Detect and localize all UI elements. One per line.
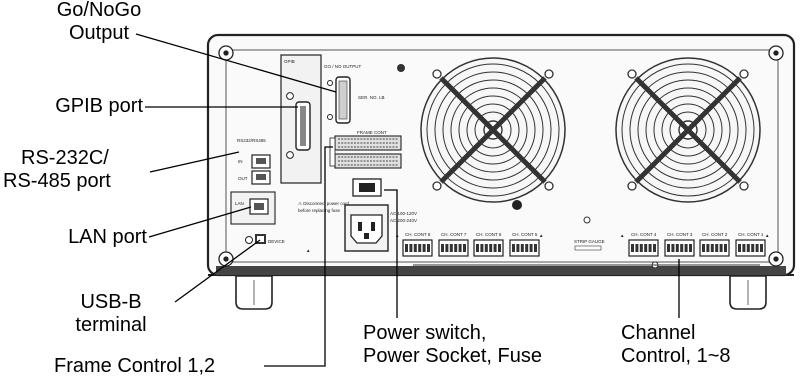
channel-control-terminals: CH. CONT 8 CH. CONT 7 CH. CONT 6 CH. CONT 5… [402,232,766,257]
channel-control-label: CH. CONT 3 [667,232,693,237]
callout-power-line2: Power Socket, Fuse [363,345,542,367]
callout-usb-line1: USB-B [80,291,142,313]
gpib-connector [286,92,311,159]
svg-text:RS232/RS485: RS232/RS485 [237,138,266,143]
callout-lan: LAN port [68,226,147,248]
channel-control-block: CH. CONT 5 [509,232,540,257]
channel-control-label: CH. CONT 8 [405,232,431,237]
corner-screws [218,45,784,267]
channel-control-block: CH. CONT 2 [699,232,730,257]
channel-control-block: CH. CONT 4 [628,232,659,257]
svg-text:LAN: LAN [235,201,244,206]
callout-channel-line1: Channel [621,322,696,344]
channel-control-label: CH. CONT 2 [702,232,728,237]
callout-rs232: RS-232C/ RS-485 port [3,147,111,193]
svg-text:SER. NO. LB: SER. NO. LB [358,95,385,100]
rs232-ports: RS232/RS485 IN OUT [237,138,271,185]
frame-control-connectors: FRAME CONT [329,130,402,169]
callout-gpib: GPIB port [55,95,143,117]
svg-text:▲: ▲ [765,233,769,238]
fan-right [615,57,761,203]
svg-text:IN: IN [238,159,243,164]
callout-go-nogo: Go/NoGo Output [44,0,154,45]
svg-text:before replacing fuse: before replacing fuse [298,208,341,213]
svg-text:STRIP GAUGE: STRIP GAUGE [574,239,605,244]
svg-text:OUT: OUT [238,176,248,181]
channel-control-label: CH. CONT 7 [441,232,467,237]
svg-text:AC 200-240V: AC 200-240V [390,218,417,223]
svg-text:GPIB: GPIB [284,59,295,64]
usb-port: DEVICE [245,234,285,244]
callout-usb: USB-B terminal [52,291,170,337]
svg-text:▲: ▲ [539,233,543,238]
callout-channel-line2: Control, 1~8 [621,345,731,367]
svg-text:GO / NO OUTPUT: GO / NO OUTPUT [324,64,362,69]
channel-control-label: CH. CONT 5 [512,232,538,237]
callout-frame-control: Frame Control 1,2 [54,355,216,377]
channel-control-label: CH. CONT 1 [738,232,764,237]
go-nogo-connector: GO / NO OUTPUT SER. NO. LB [324,64,385,124]
callout-rs232-line1: RS-232C/ [21,147,109,169]
channel-control-block: CH. CONT 7 [438,232,469,257]
chassis-inner-frame [225,49,779,263]
callout-power: Power switch, Power Socket, Fuse [363,322,542,368]
channel-control-block: CH. CONT 1 [735,232,766,257]
callout-go-nogo-line2: Output [68,22,130,44]
channel-control-block: CH. CONT 6 [473,232,504,257]
channel-control-block: CH. CONT 3 [664,232,695,257]
svg-text:⚠ Disconnect power cord: ⚠ Disconnect power cord [298,201,350,206]
svg-text:DEVICE: DEVICE [268,239,285,244]
callout-channel: Channel Control, 1~8 [621,322,731,368]
channel-control-label: CH. CONT 6 [476,232,502,237]
callout-go-nogo-line1: Go/NoGo [56,0,142,21]
svg-text:FRAME CONT: FRAME CONT [357,130,387,135]
leader-lines [135,33,680,367]
callout-rs232-line2: RS-485 port [3,170,111,192]
channel-control-label: CH. CONT 4 [631,232,657,237]
power-switch [352,178,382,197]
svg-text:▲: ▲ [620,233,624,238]
fan-left [420,57,566,203]
callout-power-line1: Power switch, [363,322,487,344]
power-socket [344,204,389,252]
callout-usb-line2: terminal [75,314,147,336]
svg-text:AC 100-120V: AC 100-120V [390,211,417,216]
interface-module [280,54,322,184]
svg-text:▲: ▲ [306,248,310,253]
channel-control-block: CH. CONT 8 [402,232,433,257]
feet [235,275,767,310]
